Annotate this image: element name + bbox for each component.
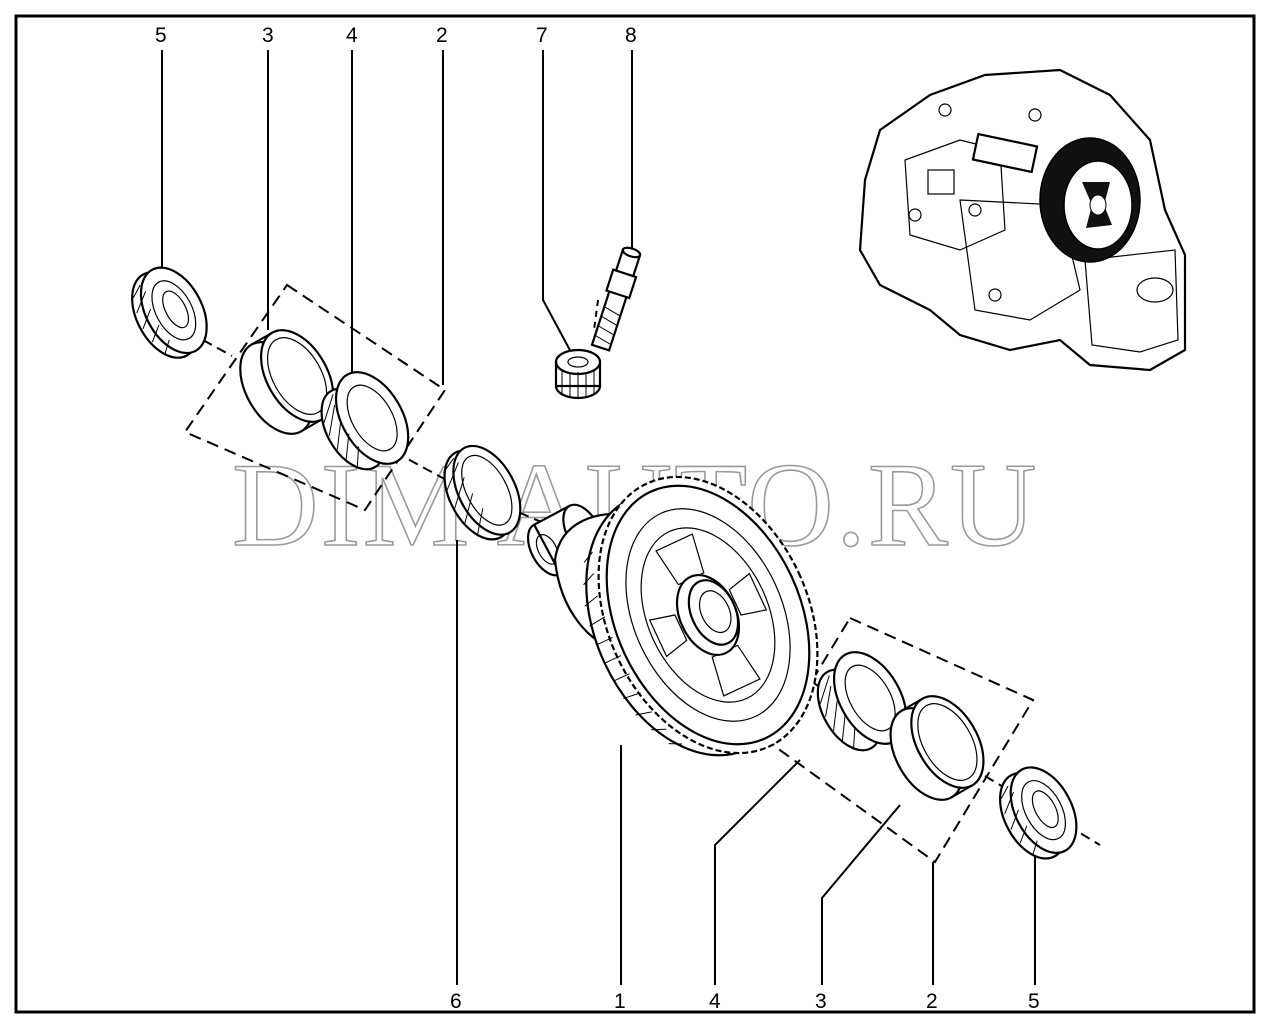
callout-label-bottom-2: 2 [926, 990, 938, 1013]
oil-seal-right [999, 766, 1078, 860]
speedometer-pinion-shaft [590, 246, 642, 352]
callout-label-bottom-5: 5 [1028, 990, 1040, 1013]
leader-lines-top [161, 50, 633, 385]
callout-label-top-8: 8 [625, 24, 637, 47]
callout-label-top-7: 7 [536, 24, 548, 47]
bearing-cup-left [239, 329, 335, 435]
callout-label-bottom-3: 3 [815, 990, 827, 1013]
differential-assembly [526, 475, 819, 757]
callout-label-top-2: 2 [436, 24, 448, 47]
drawing-frame [14, 14, 1256, 1014]
callout-label-bottom-6: 6 [450, 990, 462, 1013]
speedometer-drive-ring [443, 444, 522, 541]
callout-label-top-4: 4 [346, 24, 358, 47]
speedometer-driven-gear [554, 348, 602, 400]
gearbox-location-illustration [858, 68, 1187, 372]
callout-label-bottom-1: 1 [614, 990, 626, 1013]
bearing-group-box-left [183, 283, 447, 512]
roller-bearing-right [816, 651, 908, 752]
oil-seal-left [131, 266, 208, 359]
bearing-cup-right [889, 695, 985, 801]
roller-bearing-left [320, 371, 410, 471]
leader-lines-bottom [456, 540, 1036, 985]
bearing-group-box-right [771, 616, 1035, 864]
callout-label-top-3: 3 [262, 24, 274, 47]
callout-label-top-5: 5 [155, 24, 167, 47]
callout-label-bottom-4: 4 [709, 990, 721, 1013]
